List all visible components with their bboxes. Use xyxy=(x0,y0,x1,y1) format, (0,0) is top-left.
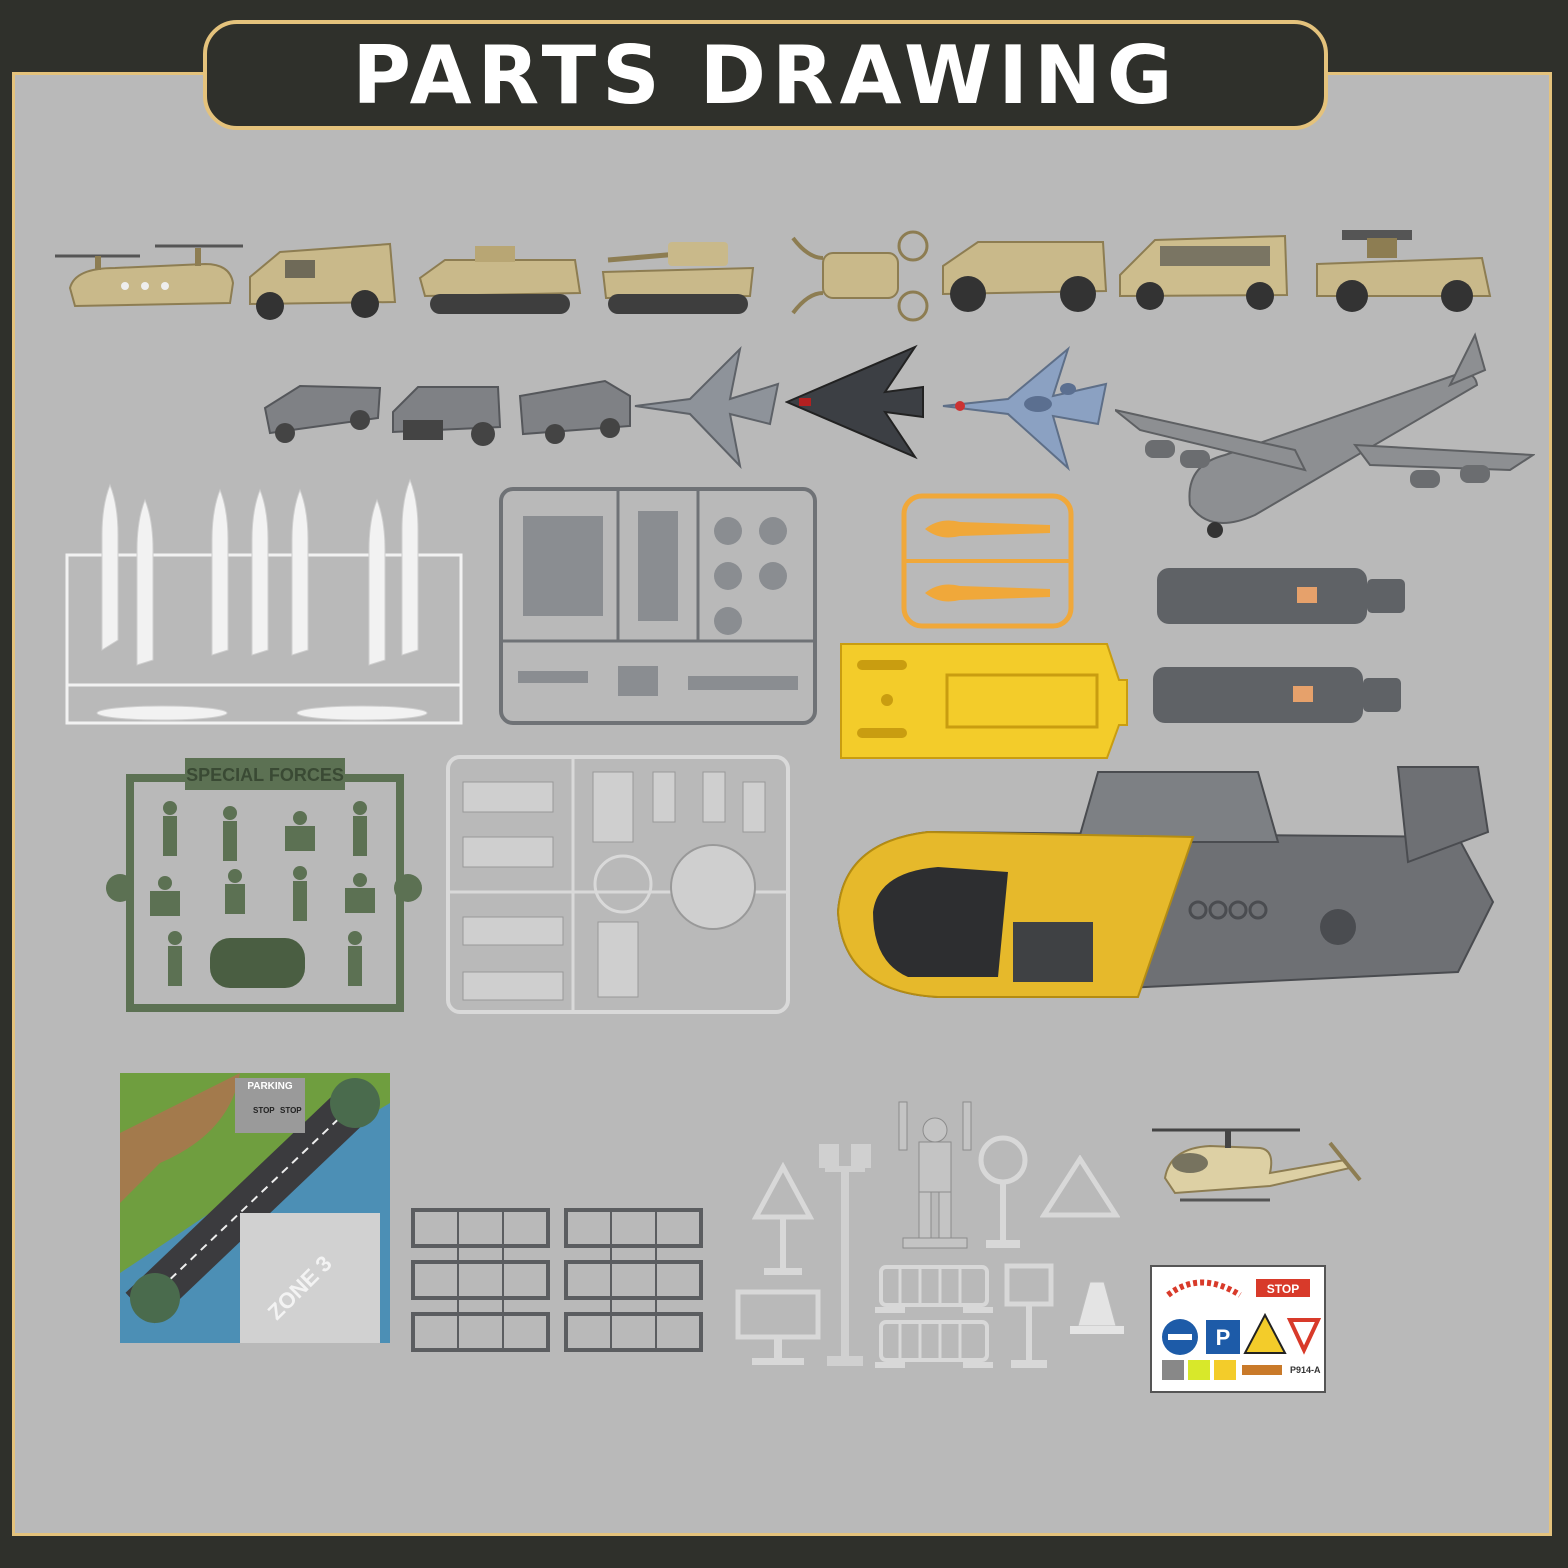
road-sign-icon xyxy=(978,1132,1028,1250)
apc-icon xyxy=(415,238,583,320)
atv-icon xyxy=(388,372,508,452)
trailer-icon xyxy=(515,376,633,446)
grey-sprue-icon xyxy=(498,486,818,726)
soldier-sprue-icon: SPECIAL FORCES xyxy=(105,758,423,1013)
submarine-icon xyxy=(818,762,1498,1017)
barrier-icon xyxy=(875,1318,993,1370)
sprue-soldiers-label: SPECIAL FORCES xyxy=(186,765,344,785)
drone-icon xyxy=(788,228,933,323)
booster-icon xyxy=(1152,565,1407,627)
helicopter-twin-rotor-icon xyxy=(55,238,245,318)
sticker-code-label: P914-A xyxy=(1290,1365,1321,1375)
orange-sprue-icon xyxy=(900,492,1075,630)
booster-icon xyxy=(1148,664,1403,726)
missile-sprue-icon xyxy=(62,475,466,727)
page-title: PARTS DRAWING xyxy=(352,28,1179,122)
traffic-cone-icon xyxy=(1068,1278,1126,1336)
stealth-jet-icon xyxy=(785,342,925,460)
road-sign-icon xyxy=(1003,1262,1055,1370)
sticker-parking-label: P xyxy=(1216,1325,1231,1350)
van-icon xyxy=(1115,230,1290,314)
barrier-icon xyxy=(875,1263,993,1315)
sticker-stop-label: STOP xyxy=(1267,1282,1299,1296)
title-banner: PARTS DRAWING xyxy=(203,20,1328,130)
road-sign-icon xyxy=(734,1288,822,1366)
cargo-plane-icon xyxy=(1115,330,1535,545)
tank-icon xyxy=(598,232,758,320)
armored-truck-icon xyxy=(240,232,400,324)
cart-icon xyxy=(260,378,385,448)
map-parking-label: PARKING xyxy=(247,1081,293,1092)
fighter-jet-icon xyxy=(630,344,780,469)
jeep-icon xyxy=(938,236,1110,316)
marshal-figure-icon xyxy=(895,1100,975,1250)
street-lamp-icon xyxy=(815,1140,875,1368)
road-sign-icon xyxy=(1040,1155,1120,1220)
camo-jet-icon xyxy=(938,344,1110,472)
missile-truck-icon xyxy=(1312,224,1494,316)
yellow-ramp-icon xyxy=(837,640,1133,762)
play-mat-icon: PARKING STOP STOP ZONE 3 xyxy=(120,1073,390,1343)
fence-icon xyxy=(408,1205,703,1355)
sticker-sheet-icon: STOP P P914-A xyxy=(1150,1265,1326,1393)
map-stop-a: STOP xyxy=(253,1106,275,1115)
map-stop-b: STOP xyxy=(280,1106,302,1115)
silver-sprue-icon xyxy=(443,752,793,1017)
road-sign-icon xyxy=(752,1162,814,1277)
helicopter-icon xyxy=(1150,1118,1365,1208)
